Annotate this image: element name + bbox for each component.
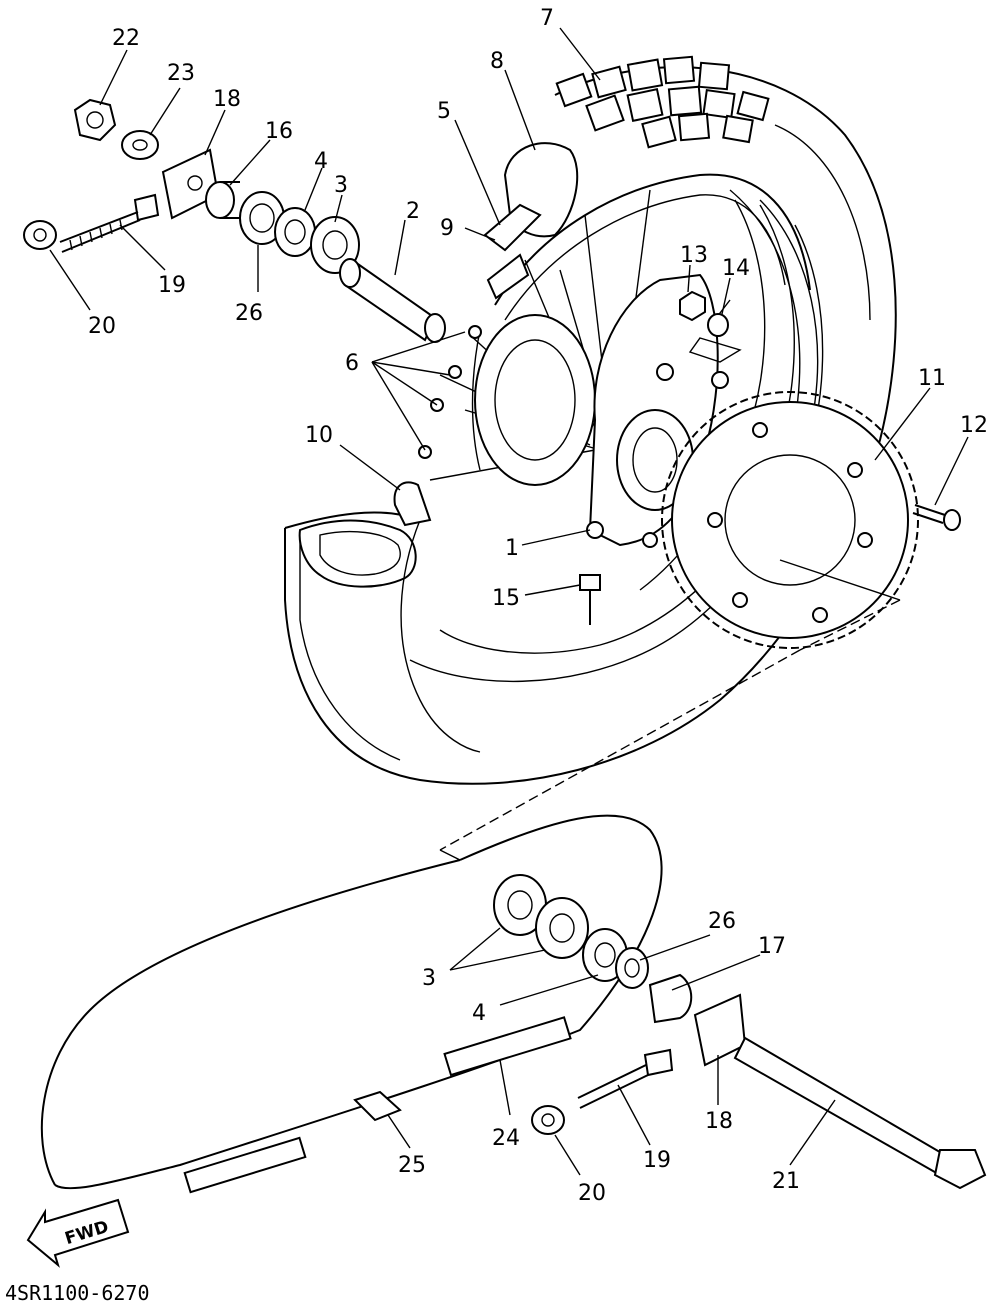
callout-10: 10 bbox=[305, 423, 333, 448]
callout-21: 21 bbox=[772, 1169, 800, 1194]
callout-14: 14 bbox=[722, 256, 750, 281]
forward-direction-arrow: FWD bbox=[26, 1198, 130, 1268]
callout-20: 20 bbox=[578, 1181, 606, 1206]
callout-16: 16 bbox=[265, 119, 293, 144]
callout-numbers: 1 2 3 3 4 4 5 6 7 8 9 10 11 12 13 14 15 … bbox=[88, 6, 988, 1206]
diagram-reference-code: 4SR1100-6270 bbox=[5, 1281, 150, 1305]
callout-22: 22 bbox=[112, 26, 140, 51]
callout-20: 20 bbox=[88, 314, 116, 339]
callout-7: 7 bbox=[540, 6, 554, 31]
callout-1: 1 bbox=[505, 536, 519, 561]
chain-drawing bbox=[40, 814, 663, 1194]
callout-6: 6 bbox=[345, 351, 359, 376]
callout-18: 18 bbox=[705, 1109, 733, 1134]
callout-8: 8 bbox=[490, 49, 504, 74]
callout-4: 4 bbox=[314, 149, 328, 174]
sprocket-drawing bbox=[661, 391, 919, 649]
callout-23: 23 bbox=[167, 61, 195, 86]
callout-3: 3 bbox=[422, 966, 436, 991]
callout-24: 24 bbox=[492, 1126, 520, 1151]
callout-26: 26 bbox=[708, 909, 736, 934]
callout-15: 15 bbox=[492, 586, 520, 611]
callout-19: 19 bbox=[158, 273, 186, 298]
callout-5: 5 bbox=[437, 99, 451, 124]
callout-18: 18 bbox=[213, 87, 241, 112]
callout-4: 4 bbox=[472, 1001, 486, 1026]
callout-9: 9 bbox=[440, 216, 454, 241]
callout-12: 12 bbox=[960, 413, 988, 438]
callout-3: 3 bbox=[334, 173, 348, 198]
callout-25: 25 bbox=[398, 1153, 426, 1178]
upper-small-parts bbox=[23, 98, 961, 625]
callout-leader-lines bbox=[49, 27, 969, 1176]
callout-19: 19 bbox=[643, 1148, 671, 1173]
axle-guide-lines bbox=[439, 337, 901, 861]
lower-small-parts bbox=[493, 874, 987, 1190]
callout-13: 13 bbox=[680, 243, 708, 268]
callout-2: 2 bbox=[406, 199, 420, 224]
callout-17: 17 bbox=[758, 934, 786, 959]
callout-11: 11 bbox=[918, 366, 946, 391]
callout-26: 26 bbox=[235, 301, 263, 326]
